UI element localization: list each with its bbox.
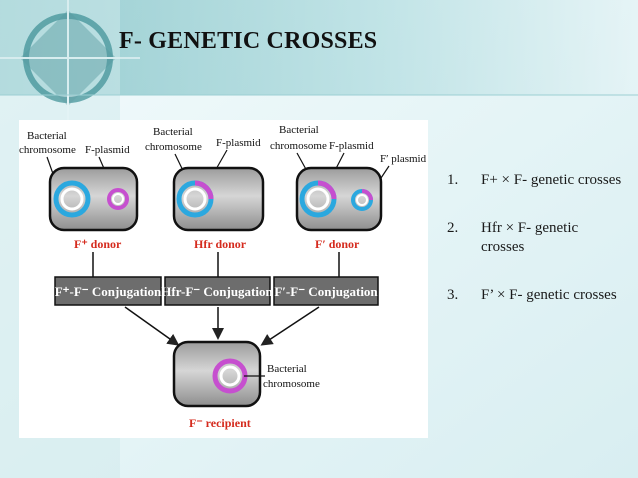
cell2-integrated-plasmid bbox=[194, 180, 214, 200]
cell3-chromosome-label-line1: Bacterial bbox=[279, 124, 319, 136]
cell3-membrane bbox=[295, 166, 383, 232]
cell2-plasmid-label: F-plasmid bbox=[216, 137, 261, 149]
cell1-plasmid-ring bbox=[107, 188, 129, 210]
cell-hfr-donor: Bacterial chromosome F-plasmid Hfr donor bbox=[145, 126, 265, 251]
list-item-text: F+ × F- genetic crosses bbox=[481, 172, 622, 188]
cell2-chromosome-label-line1: Bacterial bbox=[153, 126, 193, 138]
crosses-list: 1. F+ × F- genetic crosses 2. Hfr × F- g… bbox=[444, 171, 624, 334]
recipient-chromosome-label-line1: Bacterial bbox=[267, 363, 307, 375]
cell1-plasmid-label: F-plasmid bbox=[85, 144, 130, 156]
conjugation-label-f-plus: F⁺-F⁻ Conjugation bbox=[55, 284, 162, 299]
cell-f-prime-donor: Bacterial chromosome F-plasmid F′ plasmi… bbox=[270, 124, 427, 251]
conjugation-box-hfr bbox=[164, 276, 271, 306]
list-item: 2. Hfr × F- genetic crosses bbox=[444, 219, 624, 257]
recipient-chromosome-label-line2: chromosome bbox=[263, 378, 320, 390]
conjugation-row: F⁺-F⁻ Conjugation Hfr-F⁻ Conjugation F′-… bbox=[54, 276, 379, 306]
cell2-chromosome-label-line2: chromosome bbox=[145, 141, 202, 153]
conjugation-box-f-prime bbox=[273, 276, 379, 306]
list-item: 1. F+ × F- genetic crosses bbox=[444, 171, 624, 190]
conjugation-diagram: Bacterial chromosome F-plasmid F⁺ donor … bbox=[19, 120, 428, 438]
arrow-f-plus-to-recipient bbox=[124, 306, 180, 346]
cell-f-plus-donor: Bacterial chromosome F-plasmid F⁺ donor bbox=[19, 130, 139, 251]
list-item-text: F’ × F- genetic crosses bbox=[481, 287, 617, 303]
list-item-text: Hfr × F- genetic crosses bbox=[481, 220, 579, 255]
cell2-donor-label: Hfr donor bbox=[194, 237, 247, 251]
cell3-prime-plasmid-label: F′ plasmid bbox=[380, 153, 427, 165]
list-item-number: 1. bbox=[447, 172, 459, 188]
recipient-label: F⁻ recipient bbox=[189, 416, 251, 430]
cell1-chromosome-ring bbox=[53, 180, 91, 218]
list-item-number: 3. bbox=[447, 287, 459, 303]
conjugation-label-hfr: Hfr-F⁻ Conjugation bbox=[161, 284, 273, 299]
conjugation-box-f-plus bbox=[54, 276, 162, 306]
cell1-chromosome-label-line2: chromosome bbox=[19, 144, 76, 156]
cell3-plasmid-label: F-plasmid bbox=[329, 140, 374, 152]
conjugation-label-f-prime: F′-F⁻ Conjugation bbox=[274, 284, 378, 299]
arrow-f-prime-to-recipient bbox=[260, 306, 320, 346]
cell3-donor-label: F′ donor bbox=[315, 237, 360, 251]
list-item: 3. F’ × F- genetic crosses bbox=[444, 286, 624, 305]
cell3-chromosome-label-line2: chromosome bbox=[270, 140, 327, 152]
logo-crosshair-icon bbox=[0, 0, 140, 120]
cell1-donor-label: F⁺ donor bbox=[74, 237, 122, 251]
slide-title: F- GENETIC CROSSES bbox=[119, 28, 378, 54]
cell2-membrane bbox=[172, 166, 265, 232]
list-item-number: 2. bbox=[447, 220, 459, 236]
cell-f-minus-recipient: Bacterial chromosome F⁻ recipient bbox=[172, 340, 320, 430]
cell1-chromosome-label-line1: Bacterial bbox=[27, 130, 67, 142]
